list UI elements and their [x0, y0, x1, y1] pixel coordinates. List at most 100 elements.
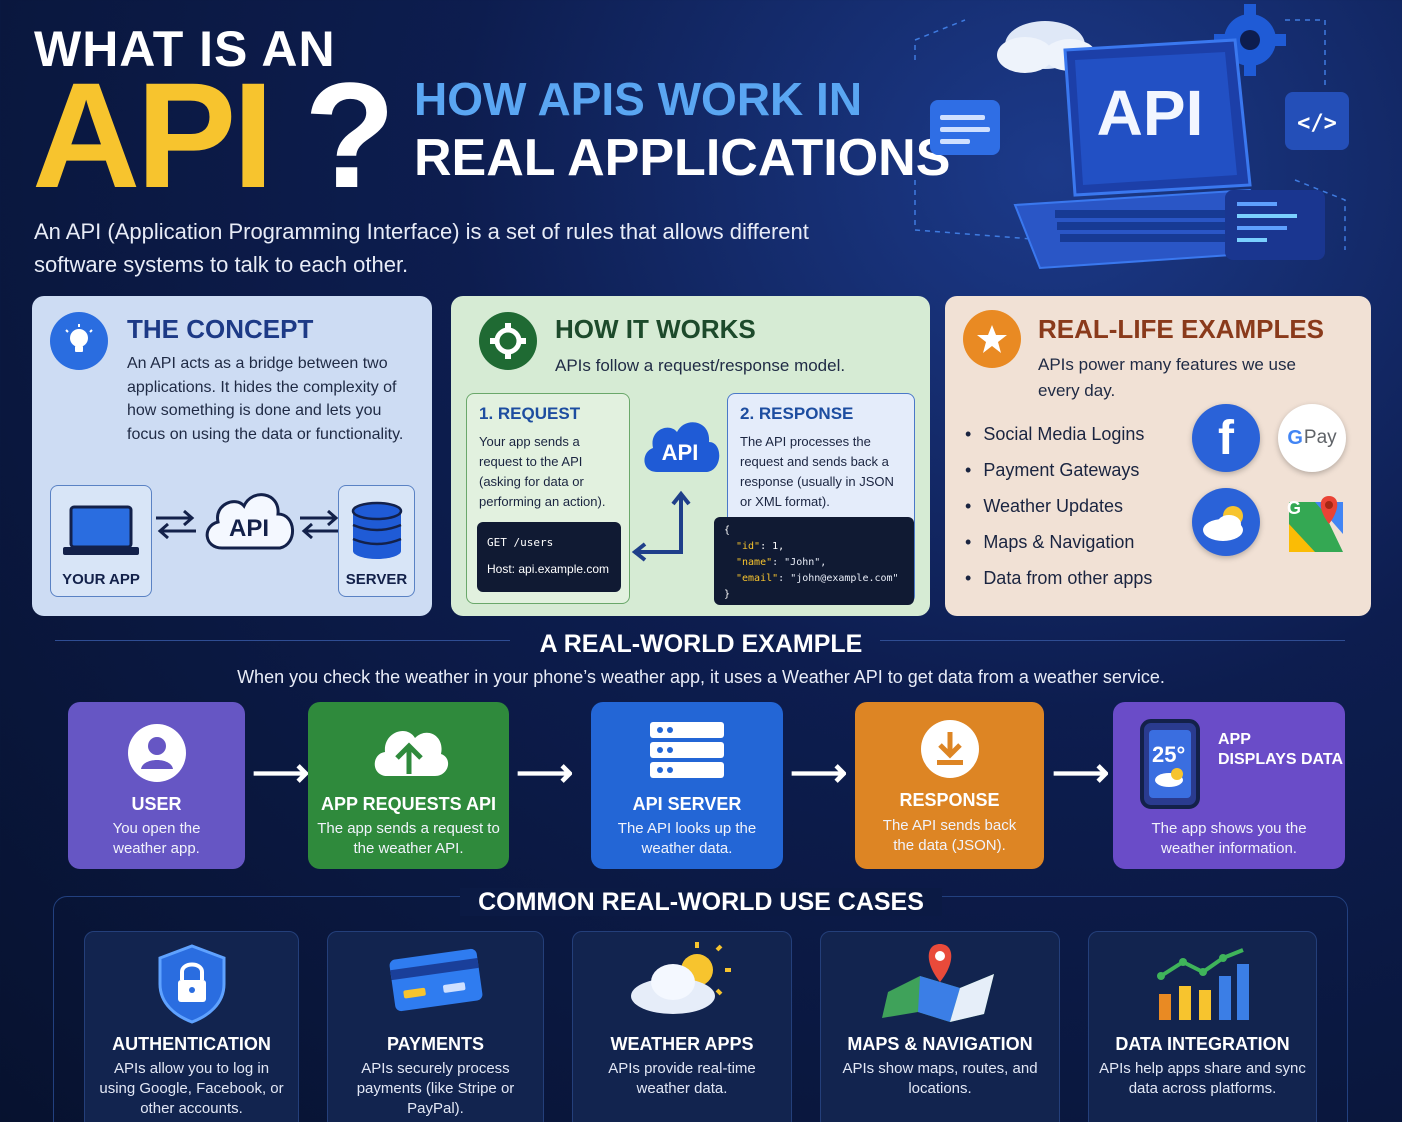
laptop-illustration: API </>	[914, 4, 1349, 270]
lock-icon	[158, 944, 225, 1024]
weather-icon	[1192, 488, 1260, 556]
concept-title: THE CONCEPT	[127, 314, 314, 344]
flow-step-response: RESPONSE The API sends back the data (JS…	[855, 702, 1044, 869]
node-server-label: SERVER	[345, 571, 408, 588]
flow-arrow: ⟶	[1052, 751, 1110, 795]
flow-step-title: API SERVER	[632, 794, 742, 814]
subtitle-line2: REAL APPLICATIONS	[414, 129, 951, 187]
exchange-arrows-right	[300, 509, 340, 539]
use-cases-title: COMMON REAL-WORLD USE CASES	[0, 888, 1402, 917]
flow-arrow: ⟶	[252, 751, 310, 795]
chart-icon	[1156, 948, 1249, 1020]
list-item: Payment Gateways	[965, 456, 1152, 492]
laptop-icon: API	[1013, 38, 1308, 270]
json-email-key: "email"	[736, 573, 779, 584]
use-case-title: WEATHER APPS	[610, 1034, 754, 1054]
node-server: SERVER	[338, 485, 415, 597]
response-json: { "id": 1, "name": "John", "email": "joh…	[714, 517, 914, 605]
svg-text:API: API	[229, 515, 269, 542]
maps-icon	[882, 944, 994, 1022]
concept-text: An API acts as a bridge between two appl…	[127, 355, 404, 443]
use-case-payments: PAYMENTS APIs securely process payments …	[327, 931, 544, 1122]
lightbulb-icon	[50, 312, 108, 370]
request-box: 1. REQUEST Your app sends a request to t…	[466, 393, 630, 604]
request-response-arrow	[631, 490, 691, 562]
request-code-line1: GET /users	[487, 536, 554, 549]
json-email-val: : "john@example.com"	[778, 573, 899, 584]
credit-card-icon	[389, 948, 482, 1012]
phone-icon	[1140, 719, 1200, 809]
divider-right	[880, 640, 1345, 641]
use-case-authentication: AUTHENTICATION APIs allow you to log in …	[84, 931, 299, 1122]
flow-arrow: ⟶	[516, 751, 574, 795]
how-it-works-title: HOW IT WORKS	[555, 314, 756, 344]
facebook-icon: f	[1192, 404, 1260, 472]
use-case-weather: WEATHER APPS APIs provide real-time weat…	[572, 931, 792, 1122]
google-pay-label: Pay	[1303, 427, 1337, 448]
google-pay-g: G	[1287, 426, 1303, 449]
api-cloud: API	[644, 422, 720, 472]
maps-g: G	[1287, 498, 1302, 518]
intro-text: An API (Application Programming Interfac…	[34, 219, 809, 277]
use-case-desc: APIs securely process payments (like Str…	[356, 1060, 515, 1117]
svg-text:API: API	[662, 440, 699, 465]
examples-panel: REAL-LIFE EXAMPLES APIs power many featu…	[945, 296, 1371, 616]
json-name-key: "name"	[736, 557, 773, 568]
list-item: Data from other apps	[965, 564, 1152, 600]
flow-step-title: APP REQUESTS API	[320, 794, 497, 814]
use-case-maps: MAPS & NAVIGATION APIs show maps, routes…	[820, 931, 1060, 1122]
response-text: The API processes the request and sends …	[740, 434, 894, 509]
use-case-desc: APIs show maps, routes, and locations.	[842, 1060, 1038, 1097]
title-api: API	[32, 51, 274, 219]
star-icon	[963, 310, 1021, 368]
request-text: Your app sends a request to the API (ask…	[479, 434, 606, 509]
request-title: 1. REQUEST	[479, 404, 581, 423]
api-cloud: API	[205, 493, 294, 550]
how-it-works-subtitle: APIs follow a request/response model.	[555, 356, 846, 375]
cloud-upload-icon	[374, 730, 448, 776]
use-case-desc: APIs allow you to log in using Google, F…	[99, 1060, 284, 1117]
use-case-title: PAYMENTS	[386, 1034, 485, 1054]
examples-title: REAL-LIFE EXAMPLES	[1038, 314, 1325, 344]
real-world-subtitle: When you check the weather in your phone…	[237, 667, 1165, 687]
facebook-letter: f	[1218, 411, 1234, 465]
request-code-line2: Host: api.example.com	[487, 562, 610, 576]
title-line1: WHAT IS AN	[34, 21, 336, 77]
flow-step-desc: You open the weather app.	[112, 820, 201, 857]
flow-step-title-line1: APP	[1218, 731, 1251, 748]
json-close: }	[724, 589, 731, 600]
maps-icon: G	[1285, 494, 1347, 556]
flow-step-desc: The API sends back the data (JSON).	[882, 817, 1017, 854]
flow-step-user: USER You open the weather app.	[68, 702, 245, 869]
flow-step-desc: The API looks up the weather data.	[617, 820, 757, 857]
list-item: Maps & Navigation	[965, 528, 1152, 564]
phone-temperature: 25°	[1152, 742, 1186, 767]
code-icon: </>	[1285, 92, 1349, 150]
json-id-val: : 1,	[760, 541, 785, 552]
use-case-title: AUTHENTICATION	[112, 1034, 271, 1054]
svg-text:</>: </>	[1297, 111, 1337, 136]
divider-left	[55, 640, 510, 641]
flow-step-app-requests: APP REQUESTS API The app sends a request…	[308, 702, 509, 869]
use-case-title: DATA INTEGRATION	[1115, 1034, 1290, 1054]
server-icon	[650, 722, 724, 778]
examples-list: Social Media Logins Payment Gateways Wea…	[965, 420, 1152, 600]
gear-icon	[479, 312, 537, 370]
examples-subtitle: APIs power many features we use every da…	[1038, 355, 1296, 400]
use-case-desc: APIs help apps share and sync data acros…	[1099, 1060, 1306, 1097]
flow-step-title-line2: DISPLAYS DATA	[1218, 751, 1344, 768]
use-case-title: MAPS & NAVIGATION	[847, 1034, 1033, 1054]
use-case-desc: APIs provide real-time weather data.	[608, 1060, 756, 1097]
svg-text:API: API	[1097, 77, 1204, 149]
list-item: Weather Updates	[965, 492, 1152, 528]
node-your-app-label: YOUR APP	[62, 571, 140, 588]
flow-step-title: APP DISPLAYS DATA	[1218, 730, 1343, 770]
flow-step-app-displays: 25° APP DISPLAYS DATA The app shows you …	[1113, 702, 1345, 869]
request-code: GET /users Host: api.example.com	[477, 522, 621, 592]
response-title: 2. RESPONSE	[740, 404, 854, 423]
flow-step-api-server: API SERVER The API looks up the weather …	[591, 702, 783, 869]
flow-arrow: ⟶	[790, 751, 848, 795]
json-id-key: "id"	[736, 541, 761, 552]
json-name-val: : "John",	[772, 557, 827, 568]
